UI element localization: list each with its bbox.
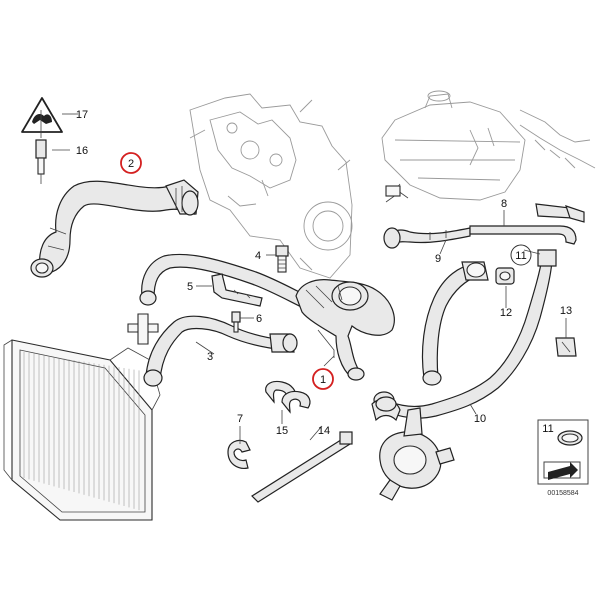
hose-clamp-set: [265, 380, 311, 414]
reference-number: 00158584: [547, 490, 578, 497]
bolt: [231, 311, 241, 333]
warning-symbol: [21, 97, 63, 133]
retaining-clip: [227, 439, 251, 469]
leader-lines: [40, 110, 567, 444]
cable-tie: [251, 431, 353, 503]
expansion-tank-hose: [383, 227, 471, 249]
coolant-hose-with-thermostat: [295, 279, 395, 381]
callout-11: 11: [515, 250, 526, 262]
engine-block: [189, 93, 353, 279]
lower-left-hose: [143, 315, 298, 387]
callout-4: 4: [255, 250, 261, 262]
highlight-circle-part-1: [312, 368, 334, 390]
callout-1: 1: [320, 374, 326, 386]
callout-2: 2: [128, 158, 134, 170]
vent-line: [385, 183, 585, 245]
upper-radiator-hose: [30, 179, 199, 278]
callout-5: 5: [187, 281, 193, 293]
hose-clamp-13: [555, 337, 577, 357]
callout-8: 8: [501, 198, 507, 210]
bracket: [211, 273, 263, 307]
callout-circle-part-11: [510, 244, 532, 266]
electric-water-pump: [371, 396, 455, 501]
callout-11-inset: 11: [542, 423, 553, 435]
callout-10: 10: [474, 413, 486, 425]
callout-3: 3: [207, 351, 213, 363]
callout-16: 16: [76, 145, 88, 157]
radiator: [3, 339, 161, 521]
callout-12: 12: [500, 307, 512, 319]
clamp-inset-box: [537, 419, 589, 485]
expansion-tank: [381, 90, 596, 201]
temperature-sensor: [35, 139, 47, 184]
callout-6: 6: [256, 313, 262, 325]
t-connector: [127, 313, 159, 345]
callout-13: 13: [560, 305, 572, 317]
return-hose: [421, 261, 489, 386]
highlight-circle-part-2: [120, 152, 142, 174]
bleed-screw: [275, 245, 289, 273]
callout-15: 15: [276, 425, 288, 437]
callout-9: 9: [435, 253, 441, 265]
hose-clamp-12: [495, 267, 515, 285]
bypass-hose: [139, 253, 317, 313]
callout-7: 7: [237, 413, 243, 425]
callout-14: 14: [318, 425, 330, 437]
callout-17: 17: [76, 109, 88, 121]
